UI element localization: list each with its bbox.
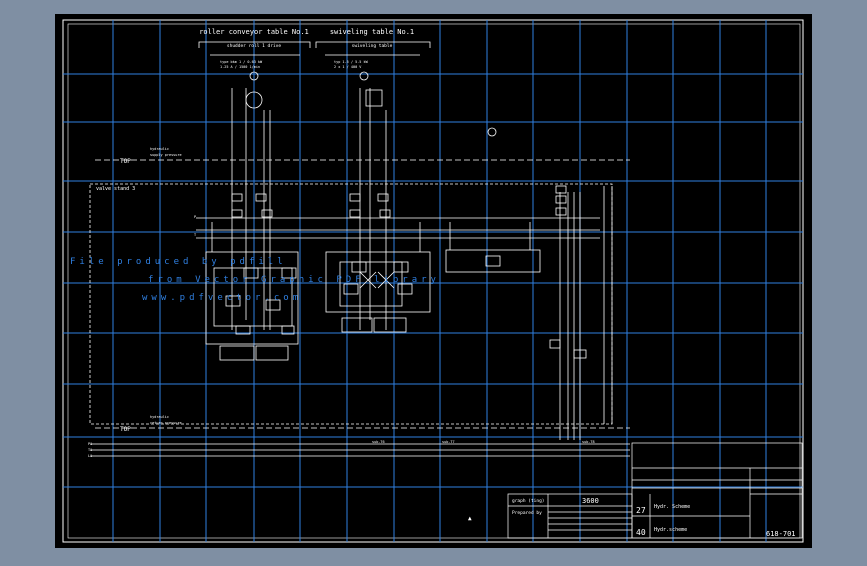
title-number: 3600 [582, 497, 599, 505]
title-block [507, 442, 803, 539]
svg-text:return pressure: return pressure [150, 421, 182, 425]
svg-text:sub-T6: sub-T6 [372, 440, 385, 444]
drawing-sheet [55, 14, 812, 548]
title-num-27: 27 [636, 506, 646, 515]
valve-stand-label: valve stand 3 [96, 186, 135, 192]
drawing-number: 618-701 [766, 530, 796, 538]
sub-left-title: shudder roll 1 drive [227, 43, 281, 49]
svg-text:T1: T1 [88, 448, 92, 452]
watermark-line-2: from Vector Graphic PDF library [148, 275, 440, 285]
marker-symbol: ▲ [468, 515, 472, 522]
title-prepared: Prepared by [512, 510, 542, 516]
title-line-2: Hydr.scheme [654, 527, 687, 533]
svg-text:sub-T8: sub-T8 [582, 440, 595, 444]
title-line-1: Hydr. Scheme [654, 504, 690, 510]
svg-text:hydraulic: hydraulic [150, 147, 169, 151]
watermark-line-1: File produced by pdfill [70, 257, 287, 267]
line-label-bottom: TOP [120, 426, 131, 433]
section-right-title: swiveling table No.1 [330, 28, 414, 36]
svg-text:P: P [194, 215, 196, 219]
svg-text:P1: P1 [88, 442, 92, 446]
sheet-border [62, 19, 804, 543]
svg-text:T: T [194, 233, 197, 237]
section-left-title: roller conveyor table No.1 [199, 28, 309, 36]
svg-text:supply pressure: supply pressure [150, 153, 182, 157]
svg-text:sub-T7: sub-T7 [442, 440, 455, 444]
title-graph: graph (ting) [512, 498, 545, 504]
svg-text:2 x 1 / 400 V: 2 x 1 / 400 V [334, 65, 362, 69]
sub-right-title: swiveling table [352, 43, 393, 49]
line-label-top: TOP [120, 158, 131, 165]
circuit-lines [89, 41, 630, 457]
inner-border [67, 23, 801, 539]
svg-text:hydraulic: hydraulic [150, 415, 169, 419]
grid-lines [63, 20, 803, 542]
svg-text:type bkm 1 / 0.63 kW: type bkm 1 / 0.63 kW [220, 60, 263, 64]
svg-text:typ 1.5 / 5.5 kW: typ 1.5 / 5.5 kW [334, 60, 369, 64]
svg-text:L1: L1 [88, 454, 92, 458]
watermark-line-3: www.pdfvector.com [142, 293, 302, 303]
svg-text:1.25 A / 1500 1/min: 1.25 A / 1500 1/min [220, 65, 260, 69]
annotations: type bkm 1 / 0.63 kW 1.25 A / 1500 1/min… [88, 60, 595, 458]
title-num-40: 40 [636, 528, 646, 537]
